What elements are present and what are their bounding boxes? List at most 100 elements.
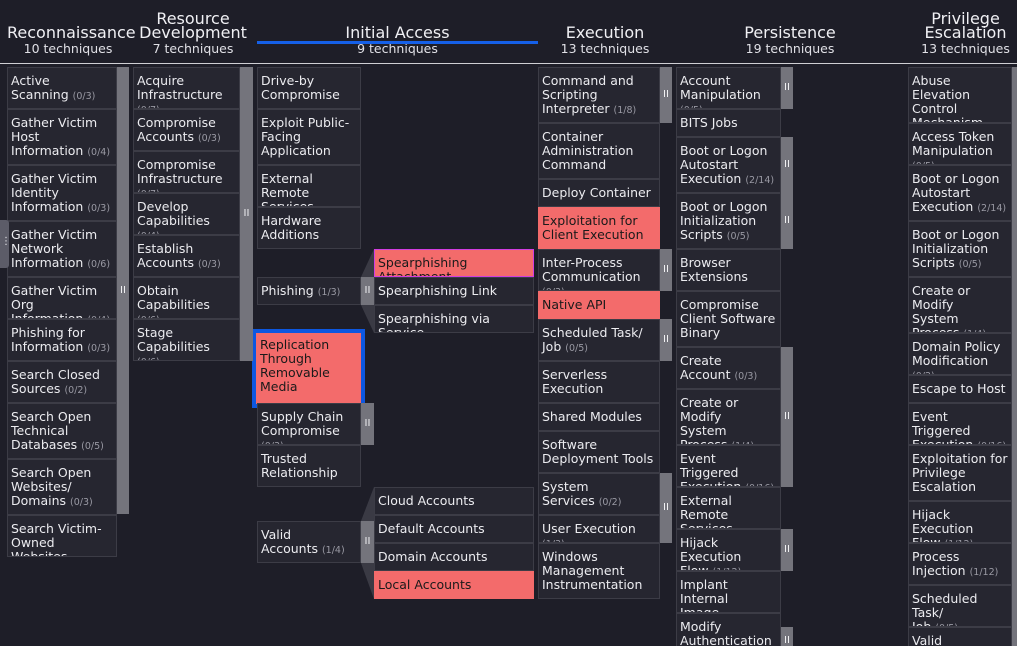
subtechnique-toggle-exec-sched-toggle[interactable]: II [660, 319, 672, 361]
technique-init-sub-domain-accts[interactable]: Domain Accounts [374, 543, 534, 571]
technique-exec-shared-modules[interactable]: Shared Modules [538, 403, 660, 431]
technique-init-phishing[interactable]: Phishing (1/3) [257, 277, 361, 305]
technique-exec-native-api[interactable]: Native API [538, 291, 660, 319]
technique-init-sub-local-accts[interactable]: Local Accounts [374, 571, 534, 599]
header-divider [0, 63, 1017, 64]
technique-exec-sched-task[interactable]: Scheduled Task/Job (0/5) [538, 319, 660, 361]
subtechnique-toggle-recon-toggle-block[interactable]: II [117, 67, 129, 514]
subtechnique-toggle-exec-ipc-toggle[interactable]: II [660, 249, 672, 291]
subtechnique-toggle-priv-right-toggle[interactable] [1012, 67, 1017, 646]
subtechnique-toggle-persist-boot-toggle-2[interactable]: II [781, 193, 793, 249]
tactic-technique-count: 9 techniques [357, 41, 438, 56]
side-panel-handle[interactable]: ⋮ [0, 220, 11, 268]
subtechnique-toggle-init-phishing-toggle[interactable]: II [361, 277, 374, 305]
subtechnique-toggle-exec-system-user-toggle[interactable]: II [660, 473, 672, 543]
technique-persist-bits[interactable]: BITS Jobs [676, 109, 781, 137]
subtechnique-toggle-persist-modify-toggle[interactable]: II [781, 627, 793, 646]
technique-exec-user-exec[interactable]: User Execution (1/3) [538, 515, 660, 543]
technique-priv-escape-host[interactable]: Escape to Host [908, 375, 1012, 403]
technique-init-sub-spear-link[interactable]: Spearphishing Link [374, 277, 534, 305]
technique-recon-search-victim-owned[interactable]: Search Victim-Owned Websites [7, 515, 117, 557]
technique-init-sub-spear-attach[interactable]: Spearphishing Attachment [374, 249, 534, 277]
subtechnique-toggle-persist-account-toggle[interactable]: II [781, 67, 793, 109]
subtechnique-toggle-init-supply-toggle[interactable]: II [361, 403, 374, 445]
subtechnique-toggle-exec-cmd-toggle[interactable]: II [660, 67, 672, 123]
technique-priv-valid[interactable]: Valid [908, 627, 1012, 646]
subtechnique-toggle-init-valid-toggle[interactable]: II [361, 521, 374, 563]
technique-exec-deploy-container[interactable]: Deploy Container [538, 179, 660, 207]
subtechnique-toggle-persist-hijack-toggle[interactable]: II [781, 529, 793, 571]
technique-init-sub-spear-service[interactable]: Spearphishing via Service [374, 305, 534, 333]
subtechnique-count: (0/6) [137, 357, 160, 360]
subtechnique-toggle-resdev-toggle-block[interactable]: II [240, 67, 253, 361]
technique-priv-sched-task[interactable]: Scheduled Task/Job (0/5) [908, 585, 1012, 627]
technique-init-sub-default-accts[interactable]: Default Accounts [374, 515, 534, 543]
subtechnique-toggle-persist-boot-toggle-1[interactable]: II [781, 137, 793, 193]
subtechnique-toggle-persist-create-event-toggle[interactable]: II [781, 347, 793, 487]
technique-init-sub-cloud-accts[interactable]: Cloud Accounts [374, 487, 534, 515]
